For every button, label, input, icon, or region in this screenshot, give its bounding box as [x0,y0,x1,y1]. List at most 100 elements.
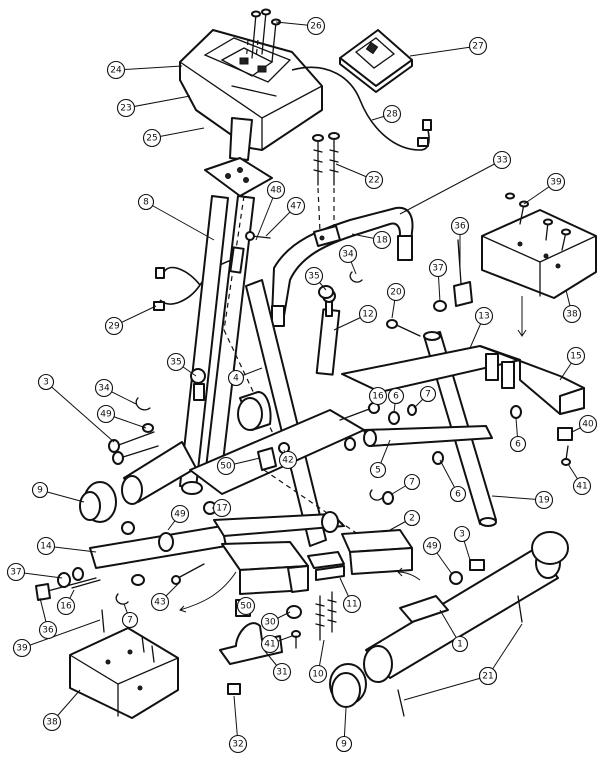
callout-number: 31 [276,668,287,678]
callout-number: 21 [482,672,493,682]
callout-37: 37 [428,258,448,278]
sensor-cable [159,257,241,305]
callout-6: 6 [509,435,527,453]
callout-34: 34 [94,378,114,398]
callout-41: 41 [260,634,280,654]
callout-50: 50 [216,456,236,476]
callout-number: 6 [455,490,461,500]
callout-7: 7 [419,385,437,403]
callout-number: 41 [264,640,275,650]
leader-line-3 [45,381,115,443]
callout-circle [386,282,406,302]
left-foot-end-tube [79,441,197,523]
callout-35: 35 [166,352,186,372]
callout-number: 36 [454,222,466,232]
callout-38: 38 [562,304,582,324]
leader-line-23 [125,95,191,109]
callout-1: 1 [451,635,469,653]
callout-number: 6 [393,392,399,402]
callout-27: 27 [468,36,488,56]
callout-32: 32 [228,734,248,754]
callout-circle [368,386,388,406]
callout-circle [449,485,467,503]
callout-8: 8 [137,193,155,211]
callout-circle [338,244,358,264]
callout-number: 16 [60,602,72,612]
callout-42: 42 [278,450,298,470]
leader-line-21 [487,623,523,677]
callout-50: 50 [236,596,256,616]
leader-line-21 [403,675,489,701]
callout-16: 16 [368,386,388,406]
console-mount-bracket [204,117,273,197]
callout-number: 49 [100,410,112,420]
assembly-arrow-left [179,571,237,613]
callout-number: 37 [10,568,21,578]
callout-3: 3 [453,525,471,543]
callout-circle [104,316,124,336]
callout-number: 37 [432,264,443,274]
callout-number: 25 [146,134,157,144]
callout-circle [286,196,306,216]
callout-number: 7 [425,390,431,400]
callout-12: 12 [358,304,378,324]
callout-40: 40 [578,414,598,434]
callout-36: 36 [450,216,470,236]
callout-number: 18 [376,236,388,246]
callout-47: 47 [286,196,306,216]
callout-number: 1 [457,640,463,650]
hand-pulse-unit [339,29,413,93]
callout-14: 14 [36,536,56,556]
callout-number: 49 [426,542,438,552]
callout-circle [12,638,32,658]
callout-5: 5 [369,461,387,479]
pad-screws [505,192,571,251]
callout-circle [453,525,471,543]
callout-number: 20 [390,288,402,298]
callout-circle [572,476,592,496]
callout-circle [382,104,402,124]
callout-number: 11 [346,600,357,610]
callout-16: 16 [56,596,76,616]
callout-13: 13 [474,306,494,326]
callout-9: 9 [31,481,49,499]
base-crossbar [189,409,397,561]
callout-circle [566,346,586,366]
callout-circle [228,734,248,754]
callout-number: 28 [386,110,398,120]
callout-number: 38 [46,718,58,728]
callout-number: 12 [362,310,373,320]
lower-pedal-arm [89,511,345,569]
callout-number: 43 [154,598,165,608]
callout-circle [562,304,582,324]
callout-number: 39 [16,644,28,654]
bolts-22 [312,132,340,233]
callout-circle [142,128,162,148]
callout-23: 23 [116,98,136,118]
callout-number: 34 [342,250,354,260]
callout-35: 35 [304,266,324,286]
callout-number: 10 [312,670,324,680]
callout-number: 35 [170,358,181,368]
callout-38: 38 [42,712,62,732]
callout-18: 18 [372,230,392,250]
callout-7: 7 [403,473,421,491]
foot-pad-left [69,627,179,719]
callout-number: 49 [174,510,186,520]
callout-circle [468,36,488,56]
callout-number: 50 [240,602,252,612]
callout-number: 32 [232,740,243,750]
right-pedal-arm [341,345,585,415]
callout-circle [364,170,384,190]
callout-circle [227,369,245,387]
callout-25: 25 [142,128,162,148]
callout-circle [266,180,286,200]
callout-circle [387,387,405,405]
callout-number: 6 [515,440,521,450]
callout-circle [478,666,498,686]
callout-17: 17 [212,498,232,518]
callout-number: 9 [37,486,43,496]
callout-number: 4 [233,374,239,384]
leader-line-24 [115,65,183,71]
